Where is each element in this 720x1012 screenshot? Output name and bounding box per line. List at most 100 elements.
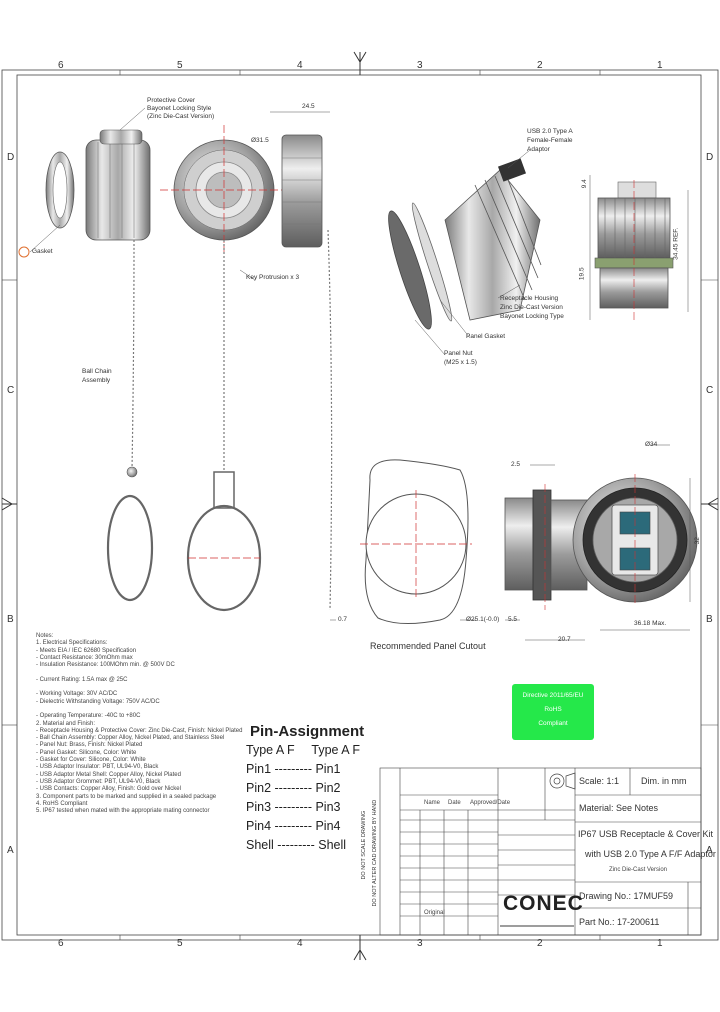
zone-col-6-top: 6 — [58, 60, 64, 71]
notes-block: Notes: 1. Electrical Specifications: - M… — [36, 633, 246, 815]
zone-row-a-left: A — [7, 845, 14, 856]
tb-col-approved: Approved/Date — [470, 800, 511, 806]
zone-row-c-right: C — [706, 385, 714, 396]
dim-chain-end: 0.7 — [338, 616, 348, 623]
zone-col-5-bottom: 5 — [177, 938, 183, 949]
dim-cover-length: 24.5 — [302, 103, 315, 110]
zone-row-b-right: B — [706, 614, 713, 625]
label-ball-chain-2: Assembly — [82, 377, 111, 384]
note-line: - Meets EIA / IEC 62680 Specification — [36, 647, 137, 654]
pin-row: Pin1 --------- Pin1 — [246, 762, 341, 776]
tb-col-date: Date — [448, 800, 461, 806]
cover-front-view — [160, 125, 288, 255]
dim-cover-diameter: Ø31.5 — [251, 137, 269, 144]
zone-col-1-top: 1 — [657, 60, 663, 71]
zone-col-4-top: 4 — [297, 60, 303, 71]
label-receptacle-housing-1: Receptacle Housing — [500, 295, 559, 302]
gasket-callout-marker — [18, 246, 30, 258]
receptacle-side-profile — [594, 180, 674, 320]
note-line — [36, 669, 246, 676]
label-recommended-cutout: Recommended Panel Cutout — [370, 641, 486, 651]
label-receptacle-housing-2: Zinc Die-Cast Version — [500, 304, 563, 311]
projection-symbol-icon — [549, 772, 576, 790]
note-line: 5. IP67 tested when mated with the appro… — [36, 808, 210, 815]
tb-part-no: Part No.: 17-200611 — [579, 917, 660, 927]
dim-front-diameter: Ø34 — [645, 441, 658, 448]
note-line — [36, 684, 246, 691]
pin-assignment-title: Pin-Assignment — [250, 723, 365, 740]
note-line: - Panel Nut: Brass, Finish: Nickel Plate… — [36, 742, 143, 749]
dim-front-max: 36.18 Max. — [634, 620, 667, 627]
zone-col-3-top: 3 — [417, 60, 423, 71]
zone-col-1-bottom: 1 — [657, 938, 663, 949]
dim-elevation-length: 20.7 — [558, 636, 571, 643]
label-panel-nut-2: (M25 x 1.5) — [444, 359, 477, 366]
note-line: - USB Adaptor Insulator: PBT, UL94-V0, B… — [36, 764, 159, 771]
center-marks — [1, 51, 719, 961]
note-line: - Operating Temperature: -40C to +80C — [36, 713, 141, 720]
dim-front-height: 32 — [693, 537, 701, 545]
label-protective-cover-3: (Zinc Die-Cast Version) — [147, 113, 215, 120]
tb-title-1: IP67 USB Receptacle & Cover Kit — [578, 829, 714, 839]
zone-col-4-bottom: 4 — [297, 938, 303, 949]
note-line: - Insulation Resistance: 100MOhm min. @ … — [36, 662, 175, 669]
cover-side-view — [281, 134, 323, 248]
label-panel-gasket: Panel Gasket — [466, 333, 506, 340]
pin-row: Pin2 --------- Pin2 — [246, 781, 341, 795]
zone-row-c-left: C — [7, 385, 15, 396]
note-line: 3. Component parts to be marked and supp… — [36, 793, 217, 800]
note-line: - USB Adaptor Metal Shell: Copper Alloy,… — [36, 771, 181, 778]
zone-row-a-right: A — [706, 845, 713, 856]
exploded-assembly — [388, 158, 542, 330]
protective-cover-part — [85, 129, 151, 241]
tb-title-2: with USB 2.0 Type A F/F Adaptor — [585, 849, 716, 859]
label-usb-adaptor-1: USB 2.0 Type A — [527, 128, 573, 135]
dim-cutout-diameter: Ø25.1(-0.0) — [466, 616, 500, 623]
pin-row: Pin4 --------- Pin4 — [246, 819, 341, 833]
pin-row: Shell --------- Shell — [246, 838, 347, 852]
note-line: - Ball Chain Assembly: Copper Alloy, Nic… — [36, 735, 225, 742]
pin-assignment-header: Type A F Type A F — [246, 743, 360, 757]
tb-col-name: Name — [424, 800, 441, 806]
rohs-line-1: Directive 2011/65/EU — [522, 692, 584, 699]
zone-col-2-bottom: 2 — [537, 938, 543, 949]
dim-profile-top: 9.4 — [580, 179, 588, 189]
label-panel-nut-1: Panel Nut — [444, 350, 473, 357]
chain-left — [131, 239, 135, 471]
chain-right — [327, 229, 333, 611]
rohs-line-3: Compliant — [538, 720, 568, 727]
label-protective-cover-2: Bayonet Locking Style — [147, 105, 212, 112]
receptacle-front-view — [572, 474, 698, 606]
label-usb-adaptor-3: Adaptor — [527, 146, 550, 153]
label-protective-cover-1: Protective Cover — [147, 97, 196, 104]
label-usb-adaptor-2: Female-Female — [527, 137, 573, 144]
dim-profile-ref: 34.45 REF. — [672, 227, 680, 260]
note-line: 1. Electrical Specifications: — [36, 640, 108, 647]
zone-col-2-top: 2 — [537, 60, 543, 71]
dim-elevation-top: 2.5 — [511, 461, 521, 468]
zone-col-6-bottom: 6 — [58, 938, 64, 949]
zone-col-5-top: 5 — [177, 60, 183, 71]
dim-profile-height: 19.5 — [578, 267, 586, 281]
note-line: 2. Material and Finish: — [36, 720, 96, 727]
zone-row-b-left: B — [7, 614, 14, 625]
note-line: - Receptacle Housing & Protective Cover:… — [36, 727, 243, 734]
gasket-part — [45, 151, 75, 229]
note-line: - Panel Gasket: Silicone, Color: White — [36, 749, 137, 756]
note-line: - Current Rating: 1.5A max @ 25C — [36, 676, 128, 683]
rohs-line-2: RoHS — [544, 706, 562, 713]
tb-title-3: Zinc Die-Cast Version — [609, 867, 668, 873]
note-line: - USB Adaptor Grommet: PBT, UL94-V0, Bla… — [36, 778, 161, 785]
note-line: - Dielectric Withstanding Voltage: 750V … — [36, 698, 160, 705]
note-line: 4. RoHS Compliant — [36, 800, 88, 807]
note-line: - Gasket for Cover: Silicone, Color: Whi… — [36, 757, 146, 764]
pin-header-right: Type A F — [311, 743, 361, 757]
note-line: - USB Contacts: Copper Alloy, Finish: Go… — [36, 786, 181, 793]
note-line — [36, 706, 246, 713]
note-line: - Working Voltage: 30V AC/DC — [36, 691, 118, 698]
tb-original: Original — [424, 910, 445, 916]
tb-dim: Dim. in mm — [641, 776, 687, 786]
sheet-border-inner — [16, 74, 702, 936]
side-strip-text-2: DO NOT ALTER CAD DRAWING BY HAND — [372, 799, 379, 907]
note-line: Notes: — [36, 633, 54, 639]
